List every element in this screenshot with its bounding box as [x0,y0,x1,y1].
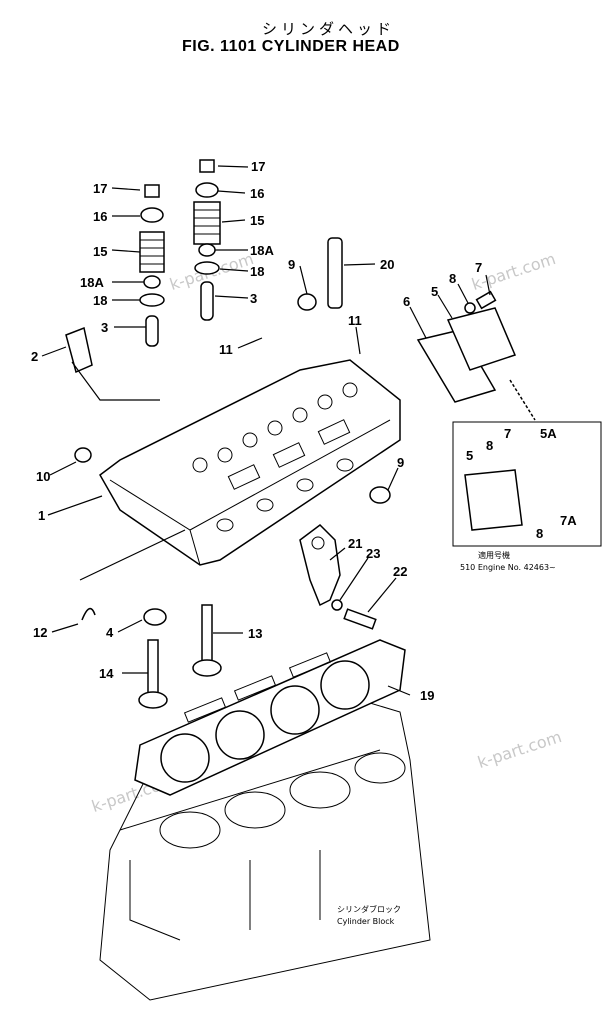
label-5: 5 [466,448,473,463]
label-22: 22 [393,564,407,579]
label-9: 9 [397,455,404,470]
inset-cover-plate [464,469,523,531]
label-16: 16 [93,209,107,224]
label-18: 18 [250,264,264,279]
label-4: 4 [106,625,114,640]
plug-left [74,447,92,463]
label-23: 23 [366,546,380,561]
label-17: 17 [93,181,107,196]
label-18a: 18A [250,243,274,258]
label-18a: 18A [80,275,104,290]
label-16: 16 [250,186,264,201]
valve-intake [192,604,222,677]
valve-spring-stack-left [139,184,165,347]
label-10: 10 [36,469,50,484]
label-7: 7 [504,426,511,441]
inset-box [452,421,602,547]
label-7a: 7A [560,513,577,528]
bolt-22 [343,608,377,630]
bolt-7 [475,290,497,310]
label-7: 7 [475,260,482,275]
label-5: 5 [431,284,438,299]
label-6: 6 [403,294,410,309]
label-14: 14 [99,666,114,681]
label-8: 8 [449,271,456,286]
label-13: 13 [248,626,262,641]
label-8: 8 [536,526,543,541]
head-gasket [134,639,406,796]
cylinder-block [99,699,431,1001]
label-8: 8 [486,438,493,453]
label-3: 3 [250,291,257,306]
washer-8 [464,302,476,314]
sleeve [65,326,93,374]
leader-lines [41,165,491,696]
label-12: 12 [33,625,47,640]
label-18: 18 [93,293,107,308]
injector [327,237,343,309]
inset-note-jp: 適用号機 [478,550,510,560]
label-9: 9 [288,257,295,272]
hose [81,607,96,621]
gasket [416,329,497,403]
label-11: 11 [348,313,362,328]
valve-seal [143,608,167,626]
label-3: 3 [101,320,108,335]
label-5a: 5A [540,426,557,441]
valve-spring-stack-right [193,159,221,321]
label-1: 1 [38,508,45,523]
part-labels: 17 16 15 18A 18 3 17 16 15 18A 18 3 2 9 … [31,159,577,703]
label-19: 19 [420,688,434,703]
label-15: 15 [250,213,264,228]
washer-23 [331,599,343,611]
label-21: 21 [348,536,362,551]
valve-exhaust [138,639,168,709]
nozzle-seat [297,293,317,311]
block-label-jp: シリンダブロック [337,904,401,914]
cylinder-head [99,359,401,566]
heater-coil [509,379,536,421]
cover-plate [446,307,517,371]
block-label: Cylinder Block [337,917,395,926]
inset-serial: 510 Engine No. 42463~ [460,563,556,572]
label-11: 11 [219,342,233,357]
plug-right [369,486,391,504]
label-2: 2 [31,349,38,364]
title-japanese: シリンダヘッド [262,20,396,38]
label-17: 17 [251,159,265,174]
bracket [299,524,341,607]
label-15: 15 [93,244,107,259]
label-20: 20 [380,257,394,272]
page-title: FIG. 1101 CYLINDER HEAD [182,38,400,55]
